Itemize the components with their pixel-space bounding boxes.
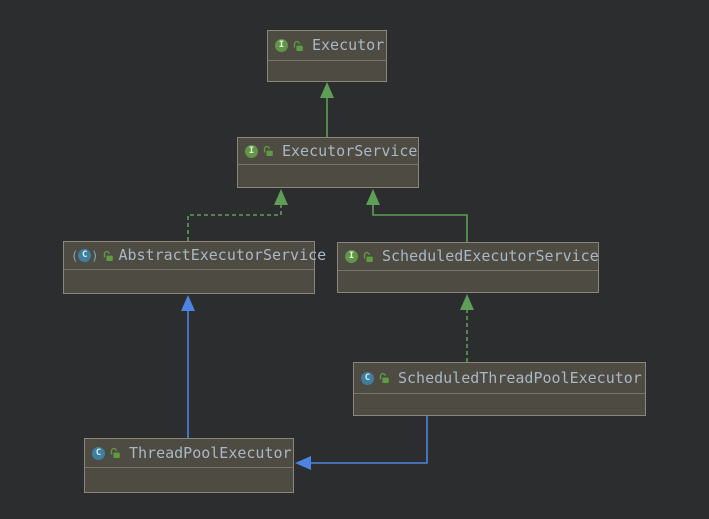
node-fields-compartment bbox=[354, 393, 645, 415]
interface-icon: I bbox=[245, 144, 258, 158]
node-header: I Executor bbox=[268, 31, 386, 60]
interface-icon: I bbox=[275, 39, 288, 52]
class-name-label: ScheduledThreadPoolExecutor bbox=[398, 368, 642, 387]
node-fields-compartment bbox=[238, 164, 418, 187]
interface-icon: I bbox=[345, 250, 358, 263]
class-name-label: ExecutorService bbox=[282, 141, 418, 160]
node-header: ( C ) AbstractExecutorService bbox=[64, 242, 326, 269]
class-icon: C bbox=[361, 371, 374, 385]
class-icon: C bbox=[78, 249, 92, 262]
uml-node-executor[interactable]: I Executor bbox=[267, 30, 387, 82]
public-visibility-lock-icon bbox=[363, 251, 373, 262]
uml-node-threadpoolexecutor[interactable]: C ThreadPoolExecutor bbox=[84, 438, 294, 493]
public-visibility-lock-icon bbox=[104, 250, 114, 261]
class-name-label: AbstractExecutorService bbox=[118, 246, 327, 264]
edge-executorservice-extends-executor bbox=[320, 82, 334, 137]
node-fields-compartment bbox=[268, 60, 386, 81]
uml-node-abstractexecutorservice[interactable]: ( C ) AbstractExecutorService bbox=[63, 241, 326, 294]
public-visibility-lock-icon bbox=[293, 40, 303, 51]
edge-scheduledthreadpoolexecutor-extends-threadpoolexecutor bbox=[295, 416, 428, 470]
node-header: C ThreadPoolExecutor bbox=[85, 439, 293, 467]
node-header: I ScheduledExecutorService bbox=[338, 243, 599, 270]
node-header: C ScheduledThreadPoolExecutor bbox=[354, 363, 645, 393]
abstract-class-icon: ) bbox=[91, 248, 99, 263]
edge-abstractexecutorservice-implements-executorservice bbox=[187, 189, 288, 241]
class-name-label: Executor bbox=[312, 36, 385, 54]
class-name-label: ScheduledExecutorService bbox=[382, 247, 599, 265]
uml-node-scheduledexecutorservice[interactable]: I ScheduledExecutorService bbox=[337, 242, 599, 293]
public-visibility-lock-icon bbox=[379, 372, 389, 383]
node-header: I ExecutorService bbox=[238, 138, 418, 164]
uml-node-executorservice[interactable]: I ExecutorService bbox=[237, 137, 419, 188]
node-fields-compartment bbox=[85, 467, 293, 492]
abstract-class-icon: ( bbox=[71, 248, 79, 263]
public-visibility-lock-icon bbox=[263, 145, 273, 156]
class-name-label: ThreadPoolExecutor bbox=[129, 443, 292, 462]
uml-node-scheduledthreadpoolexecutor[interactable]: C ScheduledThreadPoolExecutor bbox=[353, 362, 646, 416]
edge-scheduledthreadpoolexecutor-implements-scheduledexecutorservice bbox=[460, 294, 474, 362]
class-icon: C bbox=[92, 446, 105, 460]
node-fields-compartment bbox=[64, 269, 314, 293]
edge-threadpoolexecutor-extends-abstractexecutorservice bbox=[181, 295, 195, 438]
edge-scheduledexecutorservice-extends-executorservice bbox=[366, 189, 468, 242]
public-visibility-lock-icon bbox=[110, 447, 120, 458]
node-fields-compartment bbox=[338, 270, 598, 292]
